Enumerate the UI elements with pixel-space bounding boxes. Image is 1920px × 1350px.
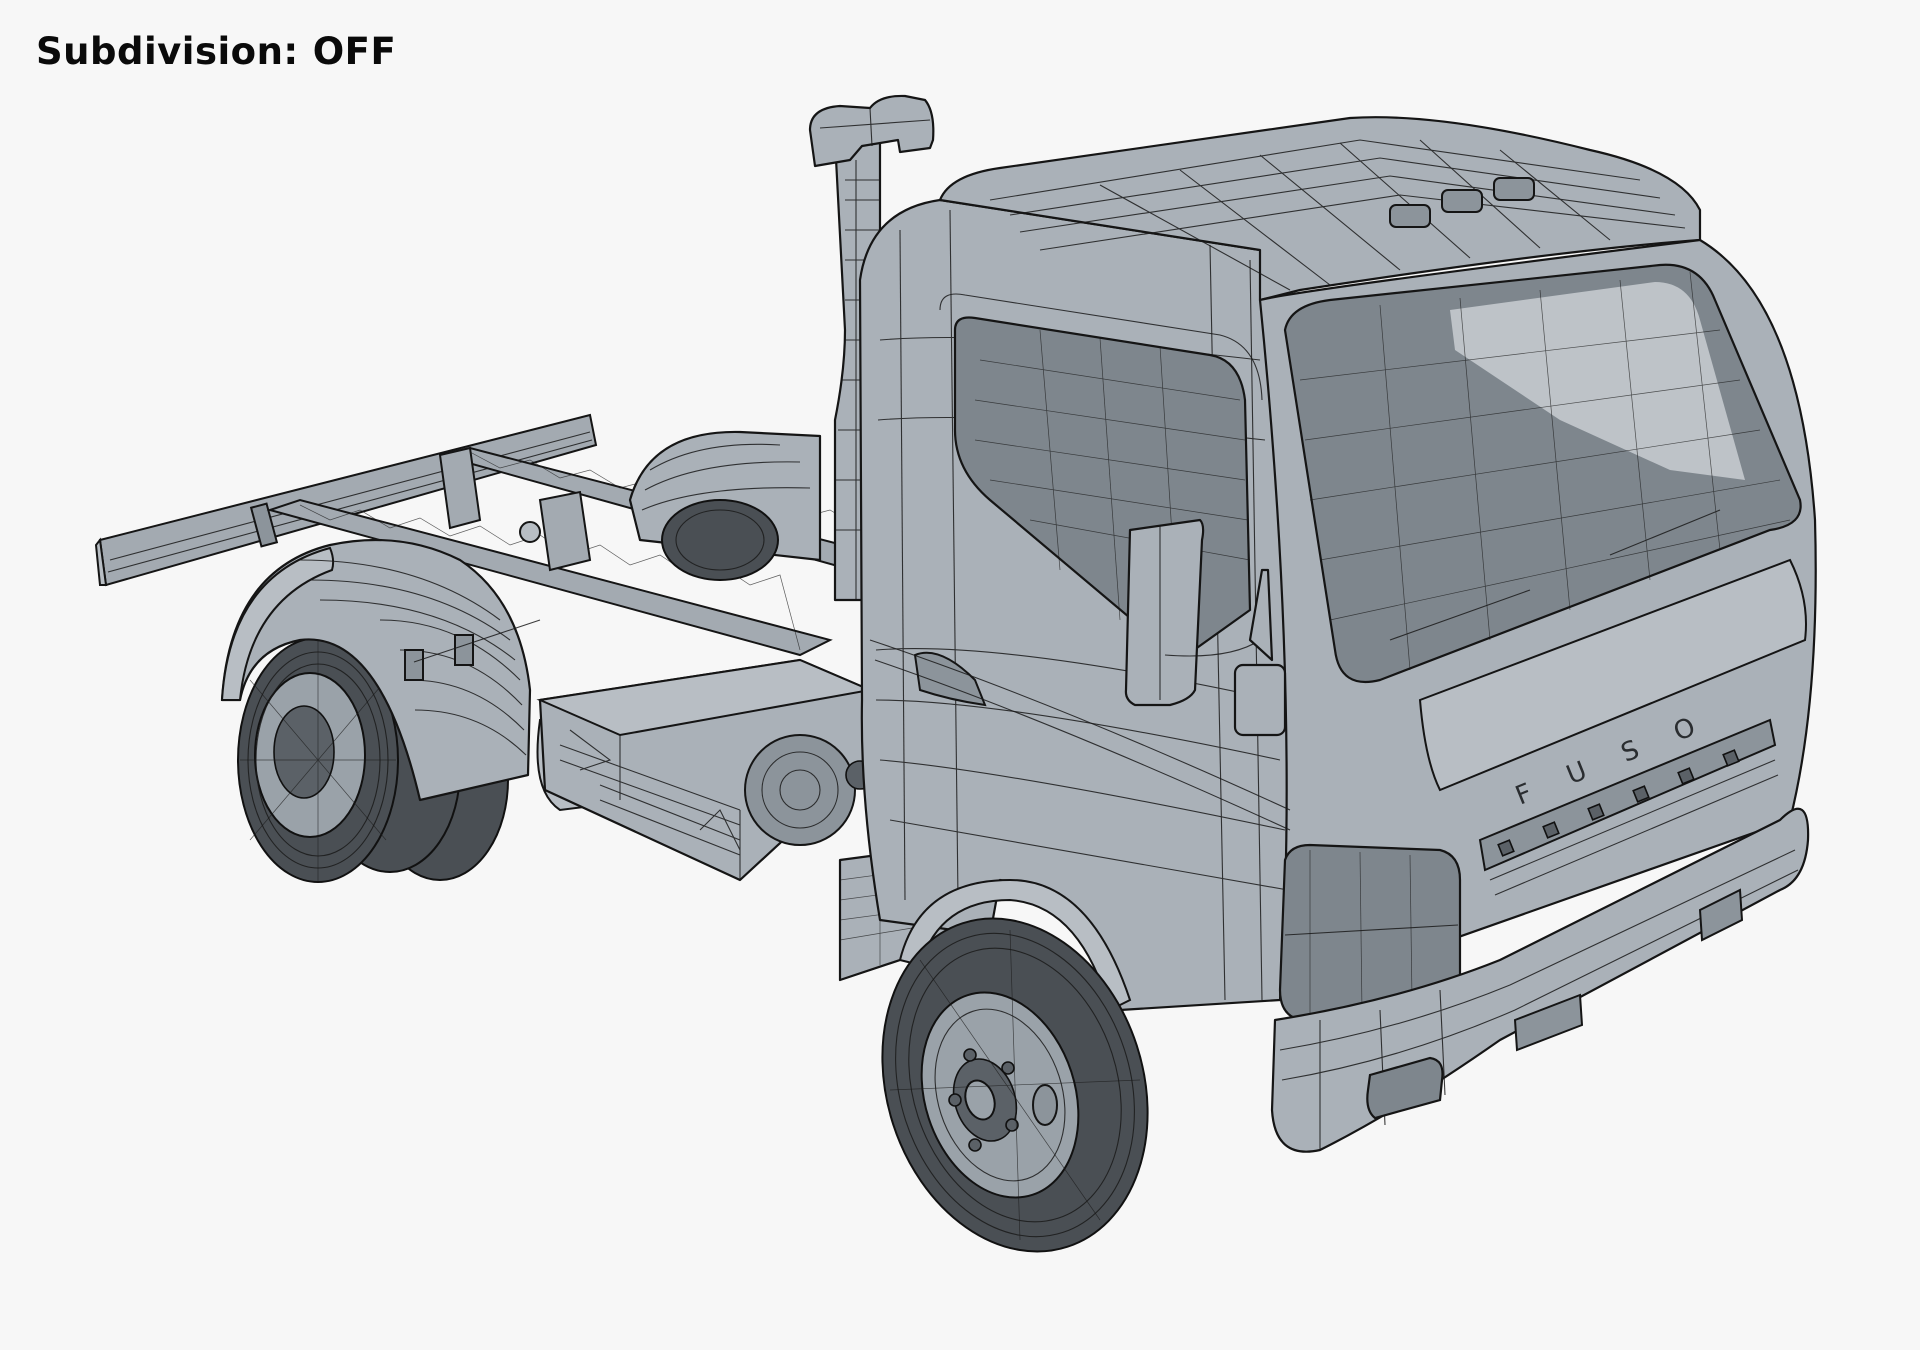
subdivision-label: Subdivision: bbox=[36, 30, 299, 73]
door-handle bbox=[913, 651, 987, 707]
cab: FUSO bbox=[858, 116, 1817, 1153]
subdivision-value: OFF bbox=[312, 30, 397, 73]
front-grille bbox=[1478, 718, 1779, 896]
front-wheel bbox=[881, 917, 1149, 1253]
fuel-tank bbox=[536, 658, 875, 882]
fog-light bbox=[1366, 1056, 1444, 1120]
side-mirror bbox=[1124, 518, 1287, 737]
roof-marker-lights bbox=[1389, 177, 1535, 228]
subdivision-status-title: Subdivision: OFF bbox=[36, 30, 396, 73]
rear-far-fender bbox=[628, 430, 822, 581]
rear-fender bbox=[220, 538, 541, 802]
